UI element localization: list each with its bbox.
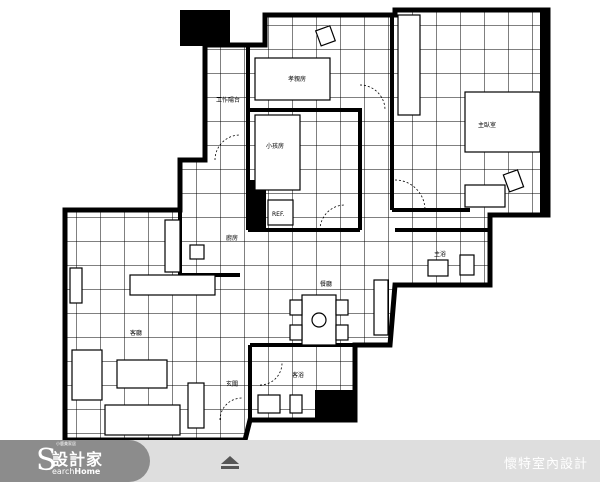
elder-bed bbox=[254, 57, 331, 101]
structural-column bbox=[180, 10, 230, 46]
chair bbox=[335, 299, 349, 316]
company-name: 懷特室內設計 bbox=[503, 457, 588, 472]
logo-english-bold: Home bbox=[74, 467, 101, 476]
desk bbox=[464, 184, 506, 208]
kids-bed bbox=[254, 114, 301, 191]
doors bbox=[214, 84, 426, 421]
room-label-work-balcony: 工作陽台 bbox=[216, 96, 240, 104]
furniture bbox=[69, 14, 541, 436]
logo-chinese: 設計家 bbox=[52, 450, 104, 469]
chair bbox=[335, 324, 349, 341]
room-label-kids-room: 小孩房 bbox=[266, 142, 284, 150]
armchair bbox=[71, 349, 103, 401]
sink bbox=[189, 244, 205, 260]
logo-s-letter: S bbox=[36, 443, 57, 478]
master-toilet bbox=[459, 254, 475, 276]
master-sink bbox=[427, 259, 449, 277]
room-label-master-bedroom: 主臥室 bbox=[478, 121, 496, 129]
cabinet bbox=[373, 279, 389, 336]
logo-english-prefix: earch bbox=[52, 467, 75, 476]
structural-column bbox=[315, 390, 355, 420]
room-label-living: 客廳 bbox=[130, 329, 142, 337]
room-label-kitchen: 廚房 bbox=[226, 234, 238, 242]
bottom-bar: S 小鹿美家居 設計家 earchHome 懷特室內設計 bbox=[0, 440, 600, 482]
structural-column bbox=[246, 180, 266, 230]
eject-icon[interactable] bbox=[221, 456, 239, 470]
wardrobe bbox=[397, 14, 421, 116]
room-label-entrance: 玄關 bbox=[226, 380, 238, 388]
refrigerator bbox=[267, 199, 294, 226]
centerpiece bbox=[311, 312, 327, 328]
room-label-guest-bath: 客浴 bbox=[292, 371, 304, 379]
searchhome-logo[interactable]: S 小鹿美家居 設計家 earchHome bbox=[0, 440, 150, 482]
logo-small-text: 小鹿美家居 bbox=[56, 441, 76, 446]
floor-plan: 孝親房 工作陽台 小孩房 主臥室 廚房 餐廳 客廳 玄關 客浴 主浴 REF. bbox=[62, 7, 551, 440]
structural-column bbox=[540, 10, 548, 215]
kitchen-island bbox=[129, 274, 216, 296]
shoe-cabinet bbox=[187, 382, 205, 429]
kitchen-counter bbox=[164, 219, 181, 273]
chair bbox=[314, 24, 337, 47]
chair bbox=[502, 169, 525, 193]
logo-english: earchHome bbox=[52, 467, 100, 476]
chair bbox=[289, 299, 303, 316]
room-label-elder-room: 孝親房 bbox=[288, 75, 306, 83]
master-bed bbox=[464, 91, 541, 153]
chair bbox=[289, 324, 303, 341]
guest-sink bbox=[257, 394, 281, 414]
refrigerator-label: REF. bbox=[272, 211, 284, 218]
guest-toilet bbox=[289, 394, 303, 414]
coffee-table bbox=[116, 359, 168, 389]
tv-cabinet bbox=[69, 267, 83, 304]
room-label-dining: 餐廳 bbox=[320, 280, 332, 288]
sofa bbox=[104, 404, 181, 436]
room-label-master-bath: 主浴 bbox=[434, 250, 446, 258]
